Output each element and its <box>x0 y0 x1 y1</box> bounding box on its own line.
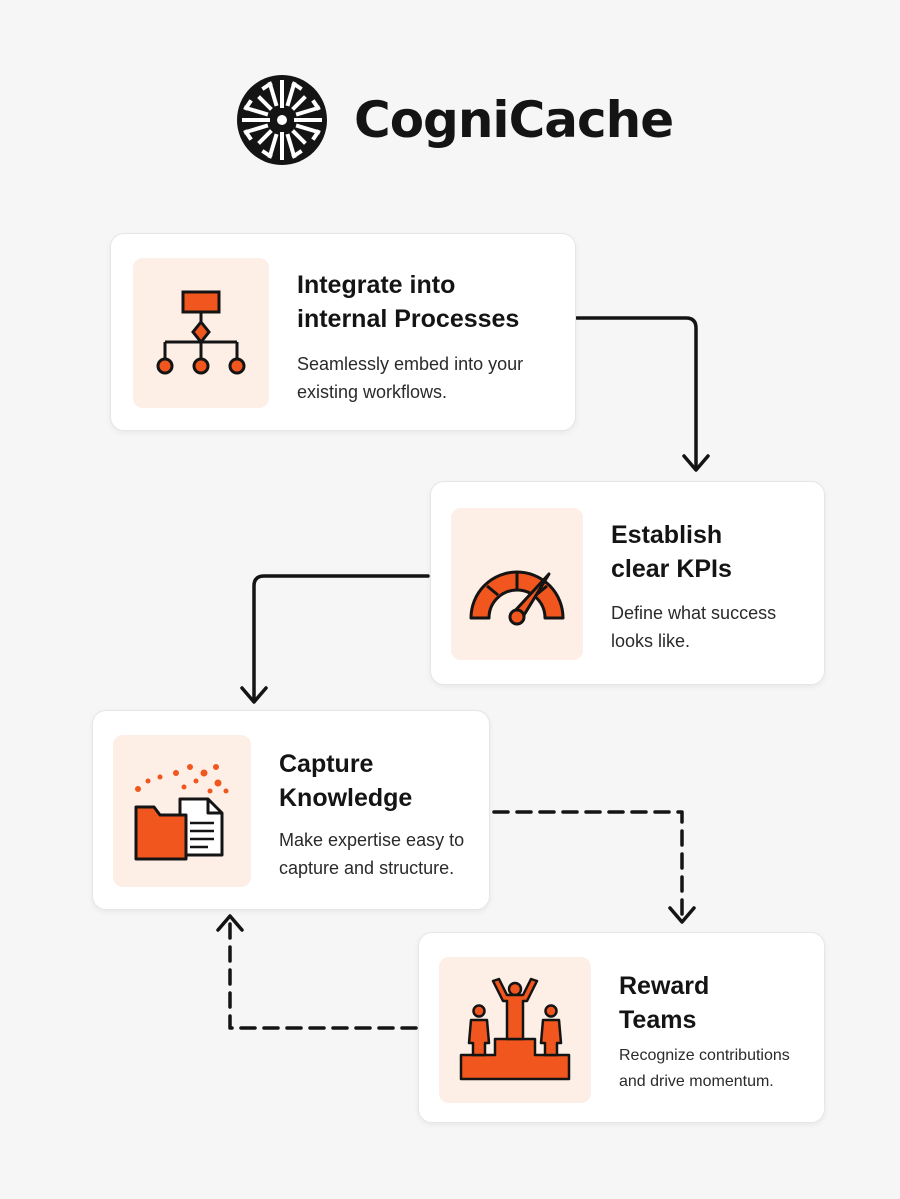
arrowhead-reward <box>668 906 696 924</box>
step-title-line: Capture <box>279 750 374 778</box>
brand-header: CogniCache <box>236 74 674 166</box>
brand-name: CogniCache <box>354 91 674 149</box>
arrow-kpis-to-capture <box>252 574 430 702</box>
step-title-line: Reward <box>619 972 710 1000</box>
step-card-reward: Reward Teams Recognize contributions and… <box>418 932 825 1123</box>
step-description-line: existing workflows. <box>297 382 448 402</box>
step-description: Recognize contributions and drive moment… <box>619 1043 790 1095</box>
arrowhead-kpis <box>682 454 710 472</box>
step-title: Integrate into internal Processes <box>297 268 519 336</box>
gauge-icon <box>469 570 565 626</box>
step-description-line: Define what success <box>611 603 777 623</box>
step-description: Make expertise easy to capture and struc… <box>279 826 464 882</box>
icon-tile <box>451 508 583 660</box>
step-title-line: Teams <box>619 1006 697 1034</box>
arrow-integrate-to-kpis <box>575 316 698 470</box>
arrow-reward-to-capture <box>228 918 418 1030</box>
icon-tile <box>133 258 269 408</box>
step-title-line: Establish <box>611 521 723 549</box>
step-card-integrate: Integrate into internal Processes Seamle… <box>110 233 576 431</box>
arrow-capture-to-reward <box>492 810 684 920</box>
step-description-line: Seamlessly embed into your <box>297 354 524 374</box>
step-title-line: internal Processes <box>297 305 520 333</box>
step-description-line: looks like. <box>611 631 691 651</box>
step-title: Reward Teams <box>619 969 709 1037</box>
podium-icon <box>459 977 571 1081</box>
radial-logo-icon <box>237 75 327 165</box>
step-card-kpis: Establish clear KPIs Define what success… <box>430 481 825 685</box>
step-title: Capture Knowledge <box>279 747 412 815</box>
step-title-line: Knowledge <box>279 784 413 812</box>
step-description-line: capture and structure. <box>279 858 455 878</box>
step-title: Establish clear KPIs <box>611 518 732 586</box>
step-description-line: and drive momentum. <box>619 1073 774 1090</box>
arrowhead-capture <box>240 686 268 704</box>
icon-tile <box>439 957 591 1103</box>
folder-document-icon <box>134 764 229 861</box>
step-title-line: Integrate into <box>297 271 456 299</box>
step-title-line: clear KPIs <box>611 555 732 583</box>
step-card-capture: Capture Knowledge Make expertise easy to… <box>92 710 490 910</box>
step-description: Seamlessly embed into your existing work… <box>297 350 523 406</box>
step-description: Define what success looks like. <box>611 599 776 655</box>
step-description-line: Make expertise easy to <box>279 830 465 850</box>
arrowhead-capture-return <box>216 914 244 932</box>
org-chart-icon <box>156 290 246 375</box>
icon-tile <box>113 735 251 887</box>
step-description-line: Recognize contributions <box>619 1047 790 1064</box>
